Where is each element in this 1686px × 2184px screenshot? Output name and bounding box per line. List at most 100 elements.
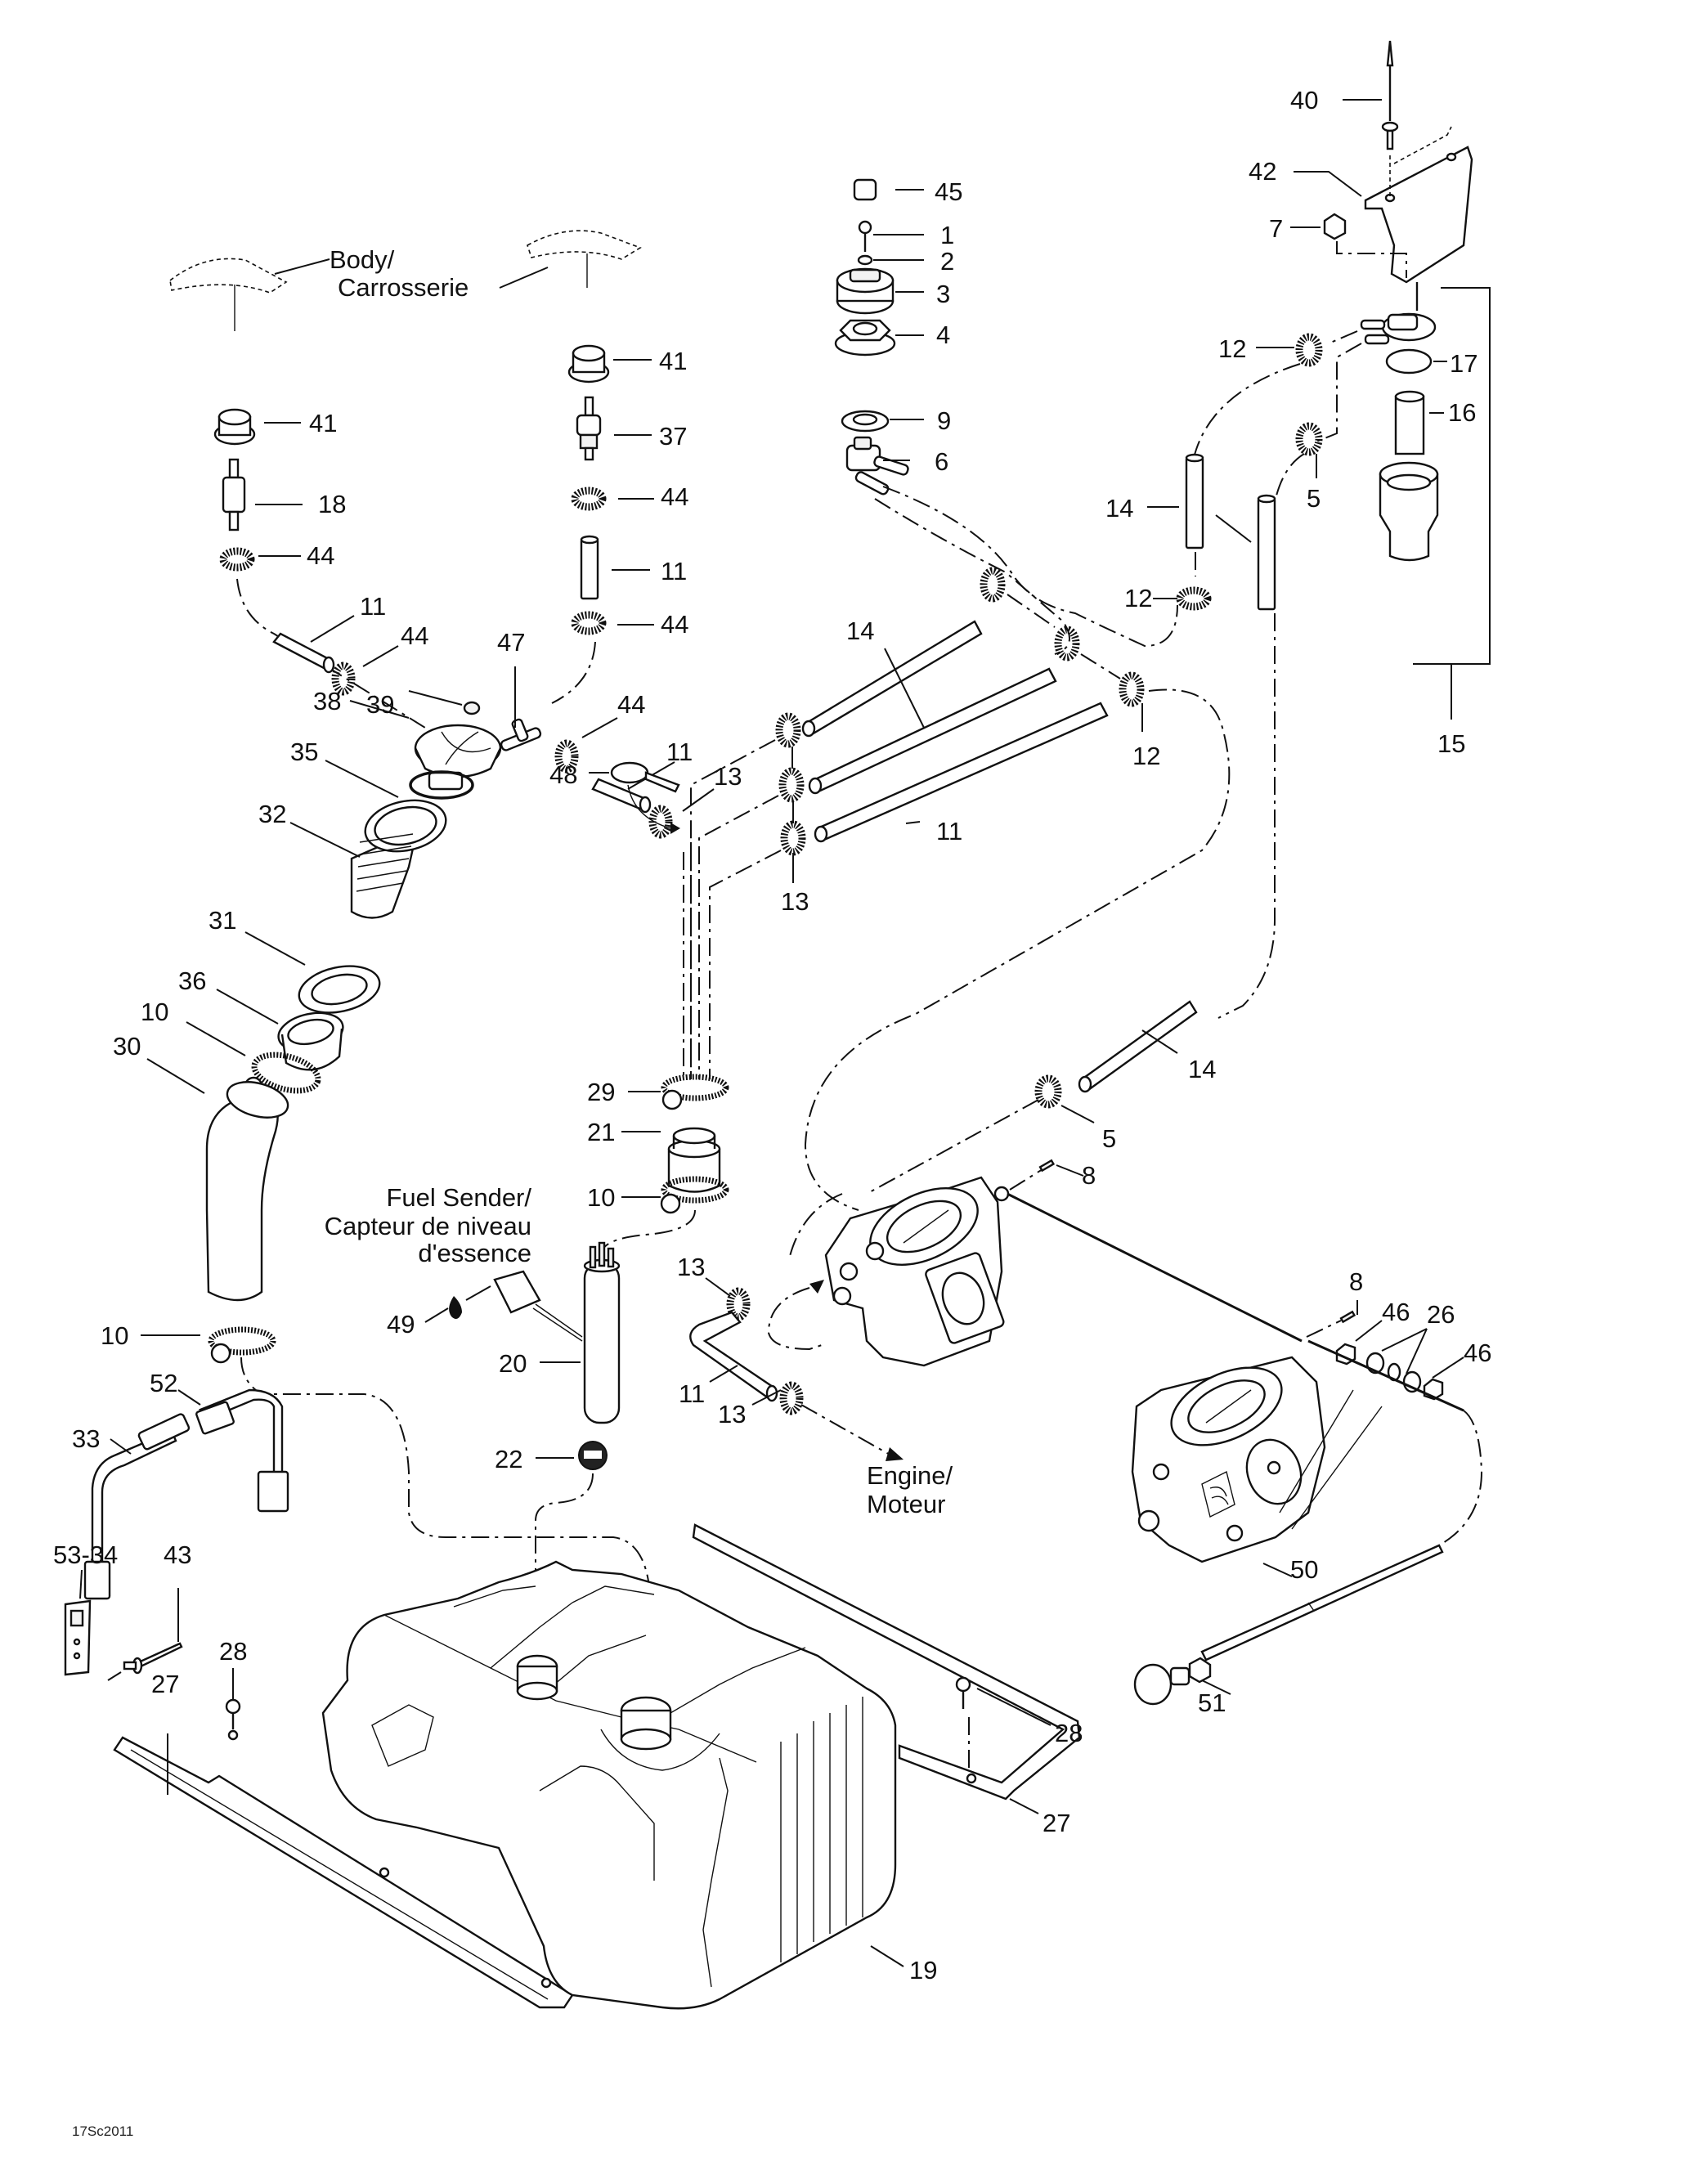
callout-14: 14 bbox=[1105, 494, 1133, 522]
filter-bowl bbox=[1379, 461, 1439, 562]
clamp-12 bbox=[1119, 671, 1145, 707]
engine-label: Engine/ bbox=[867, 1461, 953, 1490]
callout-48: 48 bbox=[549, 760, 577, 789]
callout-18: 18 bbox=[318, 490, 346, 518]
callout-13: 13 bbox=[677, 1253, 705, 1281]
callout-9: 9 bbox=[937, 406, 951, 435]
callout-8: 8 bbox=[1082, 1161, 1096, 1190]
clamp-10-pickup bbox=[660, 1176, 729, 1214]
callout-44: 44 bbox=[617, 690, 645, 719]
callout-5: 5 bbox=[1307, 484, 1321, 513]
hose-14-diag bbox=[801, 620, 983, 738]
callout-14: 14 bbox=[1188, 1055, 1216, 1083]
hose-14-lower bbox=[1078, 1000, 1198, 1093]
callout-20: 20 bbox=[499, 1349, 527, 1378]
callout-10: 10 bbox=[141, 998, 168, 1026]
callout-17: 17 bbox=[1450, 349, 1477, 378]
callout-4: 4 bbox=[936, 321, 950, 349]
callout-31: 31 bbox=[209, 906, 236, 935]
callout-40: 40 bbox=[1290, 86, 1318, 114]
callout-44: 44 bbox=[661, 610, 688, 639]
callout-41: 41 bbox=[659, 347, 687, 375]
gasket-35 bbox=[409, 770, 474, 800]
hose-11 bbox=[272, 632, 335, 674]
callout-51: 51 bbox=[1198, 1688, 1226, 1717]
tee-fitting-47 bbox=[500, 718, 542, 751]
callout-39: 39 bbox=[366, 690, 394, 719]
callout-28: 28 bbox=[219, 1637, 247, 1666]
callout-44: 44 bbox=[661, 482, 688, 511]
hose-14-vertical-a bbox=[1185, 453, 1204, 549]
clamp-13 bbox=[779, 1381, 804, 1415]
callout-3: 3 bbox=[936, 280, 950, 308]
drop-icon bbox=[449, 1296, 462, 1320]
clamp bbox=[775, 712, 801, 748]
knob-3 bbox=[836, 267, 895, 315]
strap-52 bbox=[195, 1388, 289, 1513]
washer-9 bbox=[841, 410, 890, 433]
callout-53-34: 53-34 bbox=[53, 1540, 118, 1569]
clamp-10-lower bbox=[208, 1326, 276, 1364]
fuel-sender-label-fr1: Capteur de niveau bbox=[325, 1212, 531, 1240]
arrow-icon bbox=[670, 823, 680, 834]
hose-14-vertical-b bbox=[1257, 494, 1276, 611]
callout-13: 13 bbox=[718, 1400, 746, 1428]
clamp-44 bbox=[554, 739, 579, 774]
nut-4 bbox=[834, 319, 896, 357]
callout-6: 6 bbox=[935, 447, 948, 476]
callout-10: 10 bbox=[101, 1321, 128, 1350]
callout-13: 13 bbox=[781, 887, 809, 916]
screw-28-right bbox=[955, 1676, 971, 1709]
o-ring-17 bbox=[1385, 348, 1433, 374]
pin-8 bbox=[1339, 1310, 1356, 1324]
callout-12: 12 bbox=[1132, 742, 1160, 770]
clamp-29 bbox=[661, 1074, 729, 1110]
clamp-44 bbox=[571, 611, 607, 635]
callout-33: 33 bbox=[72, 1424, 100, 1453]
check-valve-18 bbox=[222, 458, 246, 531]
seal-31 bbox=[298, 965, 381, 1014]
grommet-21 bbox=[667, 1127, 721, 1193]
clamp-44 bbox=[571, 487, 607, 511]
callout-30: 30 bbox=[113, 1032, 141, 1061]
callout-11: 11 bbox=[666, 738, 693, 766]
figure-code: 17Sc2011 bbox=[72, 2123, 133, 2139]
hose-11-vertical bbox=[580, 535, 599, 600]
callout-37: 37 bbox=[659, 422, 687, 451]
callout-44: 44 bbox=[401, 621, 428, 650]
clamp bbox=[778, 767, 805, 803]
callout-28: 28 bbox=[1055, 1719, 1083, 1747]
choke-knob-51 bbox=[1133, 1657, 1212, 1706]
rail-27-right bbox=[692, 1523, 1081, 1801]
clamp-44 bbox=[331, 661, 356, 696]
fuel-valve-6 bbox=[845, 436, 909, 496]
callout-46: 46 bbox=[1464, 1339, 1491, 1367]
nut-36 bbox=[277, 1011, 344, 1071]
hose-11-diag-mid bbox=[808, 667, 1057, 795]
callout-11: 11 bbox=[360, 592, 386, 621]
callout-12: 12 bbox=[1218, 334, 1246, 363]
callout-38: 38 bbox=[313, 687, 341, 715]
callout-47: 47 bbox=[497, 628, 525, 657]
filler-hose-30 bbox=[205, 1081, 289, 1302]
hose-11-elbow bbox=[689, 1311, 778, 1402]
callout-42: 42 bbox=[1249, 157, 1276, 186]
grommet-41-left bbox=[213, 408, 256, 446]
callout-26: 26 bbox=[1427, 1300, 1455, 1329]
callout-11: 11 bbox=[936, 817, 962, 845]
callout-5: 5 bbox=[1102, 1124, 1116, 1153]
clamp-12 bbox=[1295, 333, 1323, 367]
callout-21: 21 bbox=[587, 1118, 615, 1146]
callout-32: 32 bbox=[258, 800, 286, 828]
callout-29: 29 bbox=[587, 1078, 615, 1106]
body-label-fr: Carrosserie bbox=[338, 273, 469, 302]
carburetor-rear bbox=[1131, 1356, 1383, 1563]
fuel-tank-19 bbox=[321, 1560, 897, 2010]
nut-22 bbox=[578, 1441, 608, 1470]
filler-neck-32 bbox=[350, 799, 447, 919]
callout-7: 7 bbox=[1269, 214, 1283, 243]
filter-element-16 bbox=[1394, 390, 1425, 455]
clamp-12 bbox=[1176, 586, 1212, 611]
clamp bbox=[780, 820, 806, 856]
